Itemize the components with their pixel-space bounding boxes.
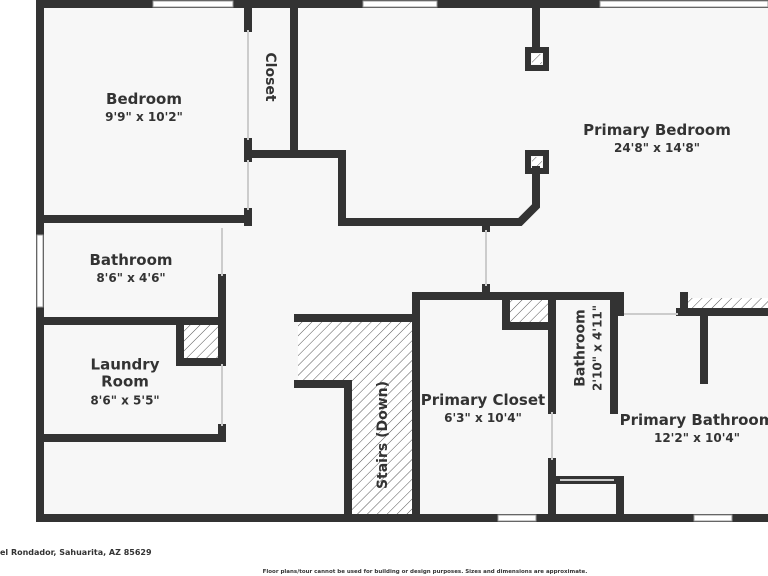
windows bbox=[36, 0, 768, 522]
room-dims: 12'2" x 10'4" bbox=[653, 431, 741, 446]
laundry-hatch bbox=[183, 325, 220, 360]
room-name: Primary Bedroom bbox=[583, 120, 731, 139]
column-mid-frame bbox=[525, 150, 549, 174]
room-label-primary-bedroom: Primary Bedroom 24'8" x 14'8" bbox=[583, 120, 731, 156]
column-top-frame bbox=[525, 47, 549, 71]
room-name: Stairs (Down) bbox=[374, 380, 391, 490]
room-label-bedroom: Bedroom 9'9" x 10'2" bbox=[105, 89, 183, 125]
room-name: Bedroom bbox=[106, 89, 182, 108]
room-dims: 9'9" x 10'2" bbox=[105, 110, 183, 125]
room-name: Bathroom bbox=[89, 250, 173, 269]
room-label-stairs: Stairs (Down) bbox=[375, 381, 391, 489]
room-label-laundry: Laundry Room 8'6" x 5'5" bbox=[90, 356, 159, 407]
room-dims: 8'6" x 5'5" bbox=[90, 392, 160, 407]
stairs-hatch bbox=[298, 318, 413, 514]
room-name-line1: Laundry bbox=[90, 355, 160, 374]
column-mid bbox=[532, 157, 542, 167]
room-name: Primary Bathroom bbox=[619, 410, 768, 429]
room-name: Bathroom bbox=[572, 309, 589, 387]
room-label-primary-bathroom: Primary Bathroom 12'2" x 10'4" bbox=[619, 410, 768, 446]
room-dims: 6'3" x 10'4" bbox=[444, 411, 522, 426]
bath-hatch bbox=[685, 298, 768, 311]
room-label-bathroom: Bathroom 8'6" x 4'6" bbox=[89, 250, 173, 286]
column-top bbox=[532, 54, 542, 64]
door-openings bbox=[221, 30, 678, 481]
footer-disclaimer: Floor plans/tour cannot be used for buil… bbox=[262, 569, 588, 575]
footer-address: el Rondador, Sahuarita, AZ 85629 bbox=[0, 548, 152, 557]
closet-hatch bbox=[507, 300, 551, 325]
room-label-closet: Closet bbox=[262, 52, 278, 101]
room-name-line2: Room bbox=[101, 372, 149, 391]
room-dims: 24'8" x 14'8" bbox=[613, 141, 701, 156]
room-name: Primary Closet bbox=[420, 390, 546, 409]
room-label-small-bathroom: Bathroom 2'10" x 4'11" bbox=[573, 305, 606, 391]
room-dims: 2'10" x 4'11" bbox=[590, 304, 605, 392]
room-dims: 8'6" x 4'6" bbox=[96, 271, 166, 286]
room-name: Closet bbox=[262, 52, 279, 102]
room-label-primary-closet: Primary Closet 6'3" x 10'4" bbox=[420, 390, 546, 426]
walls bbox=[36, 0, 768, 522]
